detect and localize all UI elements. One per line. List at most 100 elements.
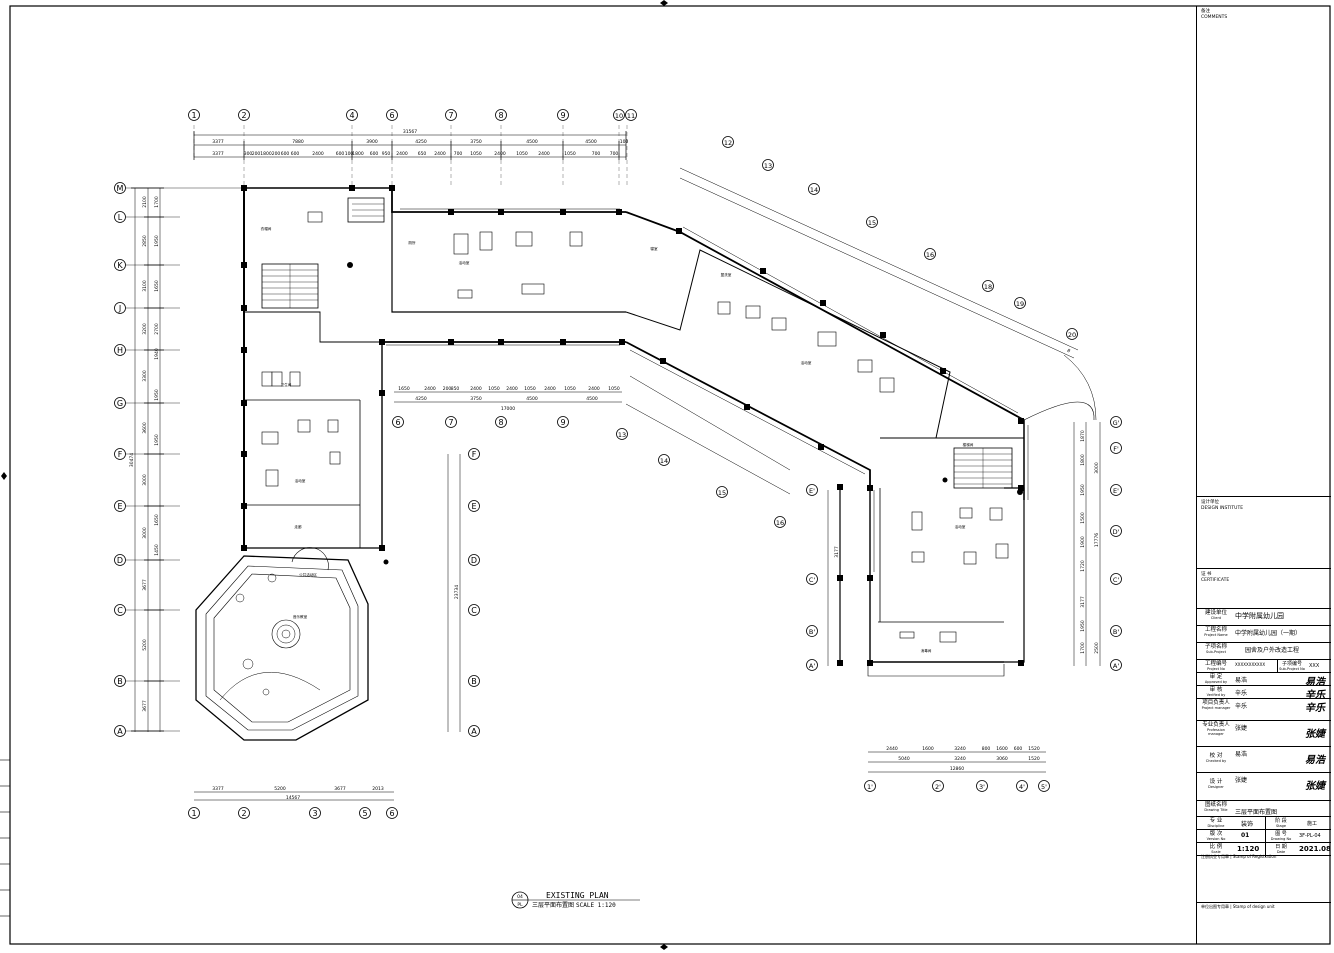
- svg-text:14: 14: [810, 186, 818, 194]
- axis-right-A: A': [1110, 659, 1122, 671]
- axis-right-inner-E: E': [806, 484, 818, 496]
- plan-scale: SCALE 1:120: [576, 902, 616, 909]
- dim-inner-5: 2400: [470, 386, 482, 392]
- svg-text:11: 11: [627, 112, 635, 120]
- axis-right-B: B': [1110, 625, 1122, 637]
- svg-text:13: 13: [618, 431, 626, 439]
- checked-signature: 易浩: [1305, 755, 1325, 766]
- svg-text:9: 9: [560, 418, 565, 427]
- axis-inner-8: 8: [495, 416, 507, 428]
- svg-text:E': E': [809, 487, 815, 495]
- svg-text:6: 6: [395, 418, 400, 427]
- svg-text:C: C: [117, 606, 123, 615]
- dim-right-4: 1950: [1080, 484, 1086, 496]
- svg-text:L: L: [118, 213, 123, 222]
- dim-br2-1: 5040: [898, 756, 910, 762]
- svg-text:G: G: [117, 399, 123, 408]
- svg-text:4: 4: [349, 111, 354, 120]
- dim-right-1: 1870: [1080, 430, 1086, 442]
- room-label-9: 寝室: [650, 246, 658, 251]
- dim-top2-6: 600: [281, 151, 290, 157]
- axis-right-inner-C: C': [806, 573, 818, 585]
- axis-right-G: G': [1110, 416, 1122, 428]
- axis-bottom-right-5: 5': [1038, 780, 1050, 792]
- svg-text:16: 16: [926, 251, 934, 259]
- dim-top-total: 31567: [403, 129, 417, 135]
- axis-bottom-right-1: 1': [864, 780, 876, 792]
- subproject-value: 园舍及户外改造工程: [1245, 647, 1300, 654]
- verified-signature: 辛乐: [1305, 690, 1325, 701]
- dim-br-1: 2440: [886, 746, 898, 752]
- axis-diag2-13: 13: [616, 428, 628, 440]
- axis-diag-16: 16: [924, 248, 936, 260]
- dim-bl-4: 2013: [372, 786, 384, 792]
- svg-text:12: 12: [724, 139, 732, 147]
- dim-right-7: 1720: [1080, 560, 1086, 572]
- dim-right-9: 3177: [834, 546, 840, 558]
- dim-inner-total: 17000: [501, 406, 515, 412]
- verified-value: 辛乐: [1235, 690, 1248, 697]
- svg-text:2: 2: [241, 809, 246, 818]
- axis-top-4: 4: [346, 109, 358, 121]
- cert-cn: 证 书: [1201, 572, 1212, 577]
- dim-top2-18: 1050: [470, 151, 482, 157]
- axis-diag-13: 13: [762, 159, 774, 171]
- dim-top-4: 4250: [415, 139, 427, 145]
- dim-right-8: 3177: [1080, 596, 1086, 608]
- dim-br-4: 800: [982, 746, 991, 752]
- svg-text:A': A': [809, 662, 815, 670]
- svg-text:B': B': [809, 628, 815, 636]
- svg-text:8: 8: [498, 418, 503, 427]
- dim-br-total: 12860: [950, 766, 964, 772]
- project-no-value: XXXXXXXXXXX: [1235, 662, 1266, 667]
- dim-left-4: 1950: [154, 235, 160, 247]
- axis-bottom-3: 3: [309, 807, 321, 819]
- axis-left-A: A: [114, 725, 126, 737]
- axis-left-G: G: [114, 397, 126, 409]
- axis-diag-18: 18: [982, 280, 994, 292]
- subproject-no-value: XXX: [1309, 663, 1320, 669]
- dim-left-19: 5200: [142, 639, 148, 651]
- dim-inner-11: 2400: [588, 386, 600, 392]
- drawing-no-value: 3F-PL-04: [1299, 833, 1321, 839]
- axis-inner-right-A: A: [468, 725, 480, 737]
- axis-inner-right-D: D: [468, 554, 480, 566]
- svg-text:1: 1: [191, 809, 196, 818]
- comments-label-cn: 备注: [1201, 9, 1210, 14]
- dim-left-11: 1950: [154, 389, 160, 401]
- dim-top2-1: 3377: [212, 151, 224, 157]
- axis-inner-right-C: C: [468, 604, 480, 616]
- axis-bottom-5: 5: [359, 807, 371, 819]
- svg-text:7: 7: [448, 418, 453, 427]
- axis-diag2-16: 16: [774, 516, 786, 528]
- dim-top2-4: 1800: [260, 151, 272, 157]
- room-label-6: 厕所: [408, 240, 416, 245]
- room-label-13: 音乐教室: [293, 614, 308, 619]
- svg-text:3': 3': [979, 783, 985, 791]
- dim-bl-3: 3677: [334, 786, 346, 792]
- svg-text:M: M: [117, 184, 124, 193]
- axis-bottom-1: 1: [188, 807, 200, 819]
- axis-diag-14: 14: [808, 183, 820, 195]
- design-value: 张婕: [1235, 777, 1248, 784]
- dim-right-mid: 17776: [1094, 533, 1100, 547]
- svg-text:E: E: [117, 502, 122, 511]
- dim-top2-12: 600: [370, 151, 379, 157]
- dim-bl-2: 5200: [274, 786, 286, 792]
- svg-text:15: 15: [718, 489, 726, 497]
- svg-text:10: 10: [615, 112, 623, 120]
- svg-text:B': B': [1113, 628, 1119, 636]
- plan-sheet-code: PL: [517, 902, 523, 908]
